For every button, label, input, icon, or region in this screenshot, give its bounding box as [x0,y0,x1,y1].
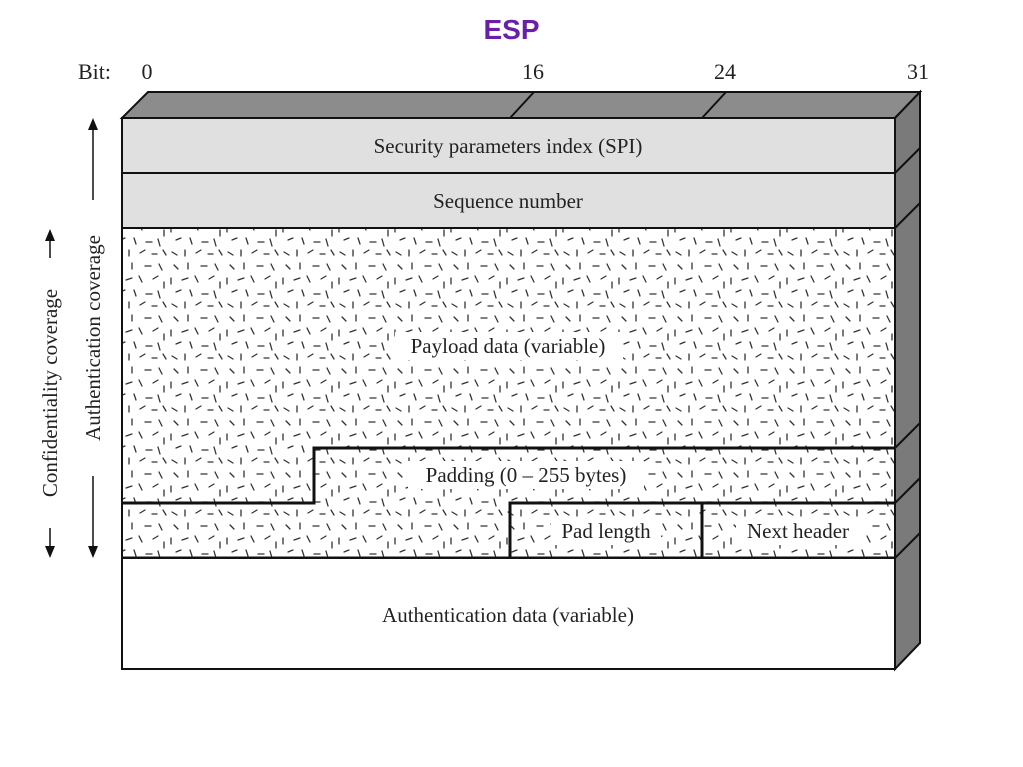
bit-tick-31: 31 [907,59,929,84]
bit-tick-16: 16 [522,59,544,84]
field-authentication-data [121,557,896,670]
bit-tick-24: 24 [714,59,736,84]
field-next-header-label: Next header [747,519,849,543]
payload-padding-boundary [122,446,895,505]
side-face-dividers [894,147,921,559]
field-payload-label: Payload data (variable) [411,334,606,358]
field-authentication-data-label: Authentication data (variable) [382,603,634,627]
nextheader-label-bg [736,517,862,545]
padding-trailer-boundary [508,501,895,558]
confidentiality-arrowhead-up-icon [45,229,55,241]
top-divider-24 [701,91,727,119]
authentication-arrowhead-down-icon [88,546,98,558]
padding-label-bg [408,461,644,489]
field-pad-length-label: Pad length [561,519,651,543]
field-padding-label: Padding (0 – 255 bytes) [426,463,627,487]
field-sequence-number-label: Sequence number [433,189,583,213]
bit-tick-0: 0 [142,59,153,84]
page-title: ESP [483,14,540,45]
authentication-arrowhead-up-icon [88,118,98,130]
authentication-coverage-label: Authentication coverage [81,235,105,441]
payload-label-bg [395,332,623,360]
bit-label: Bit: [78,59,111,84]
top-divider-16 [509,91,535,119]
field-spi-label: Security parameters index (SPI) [374,134,643,158]
field-spi [121,117,896,174]
confidentiality-arrowhead-down-icon [45,546,55,558]
box-side-face [894,89,921,672]
confidentiality-coverage-label: Confidentiality coverage [38,289,62,497]
field-sequence-number [121,172,896,229]
padlength-label-bg [551,517,661,545]
